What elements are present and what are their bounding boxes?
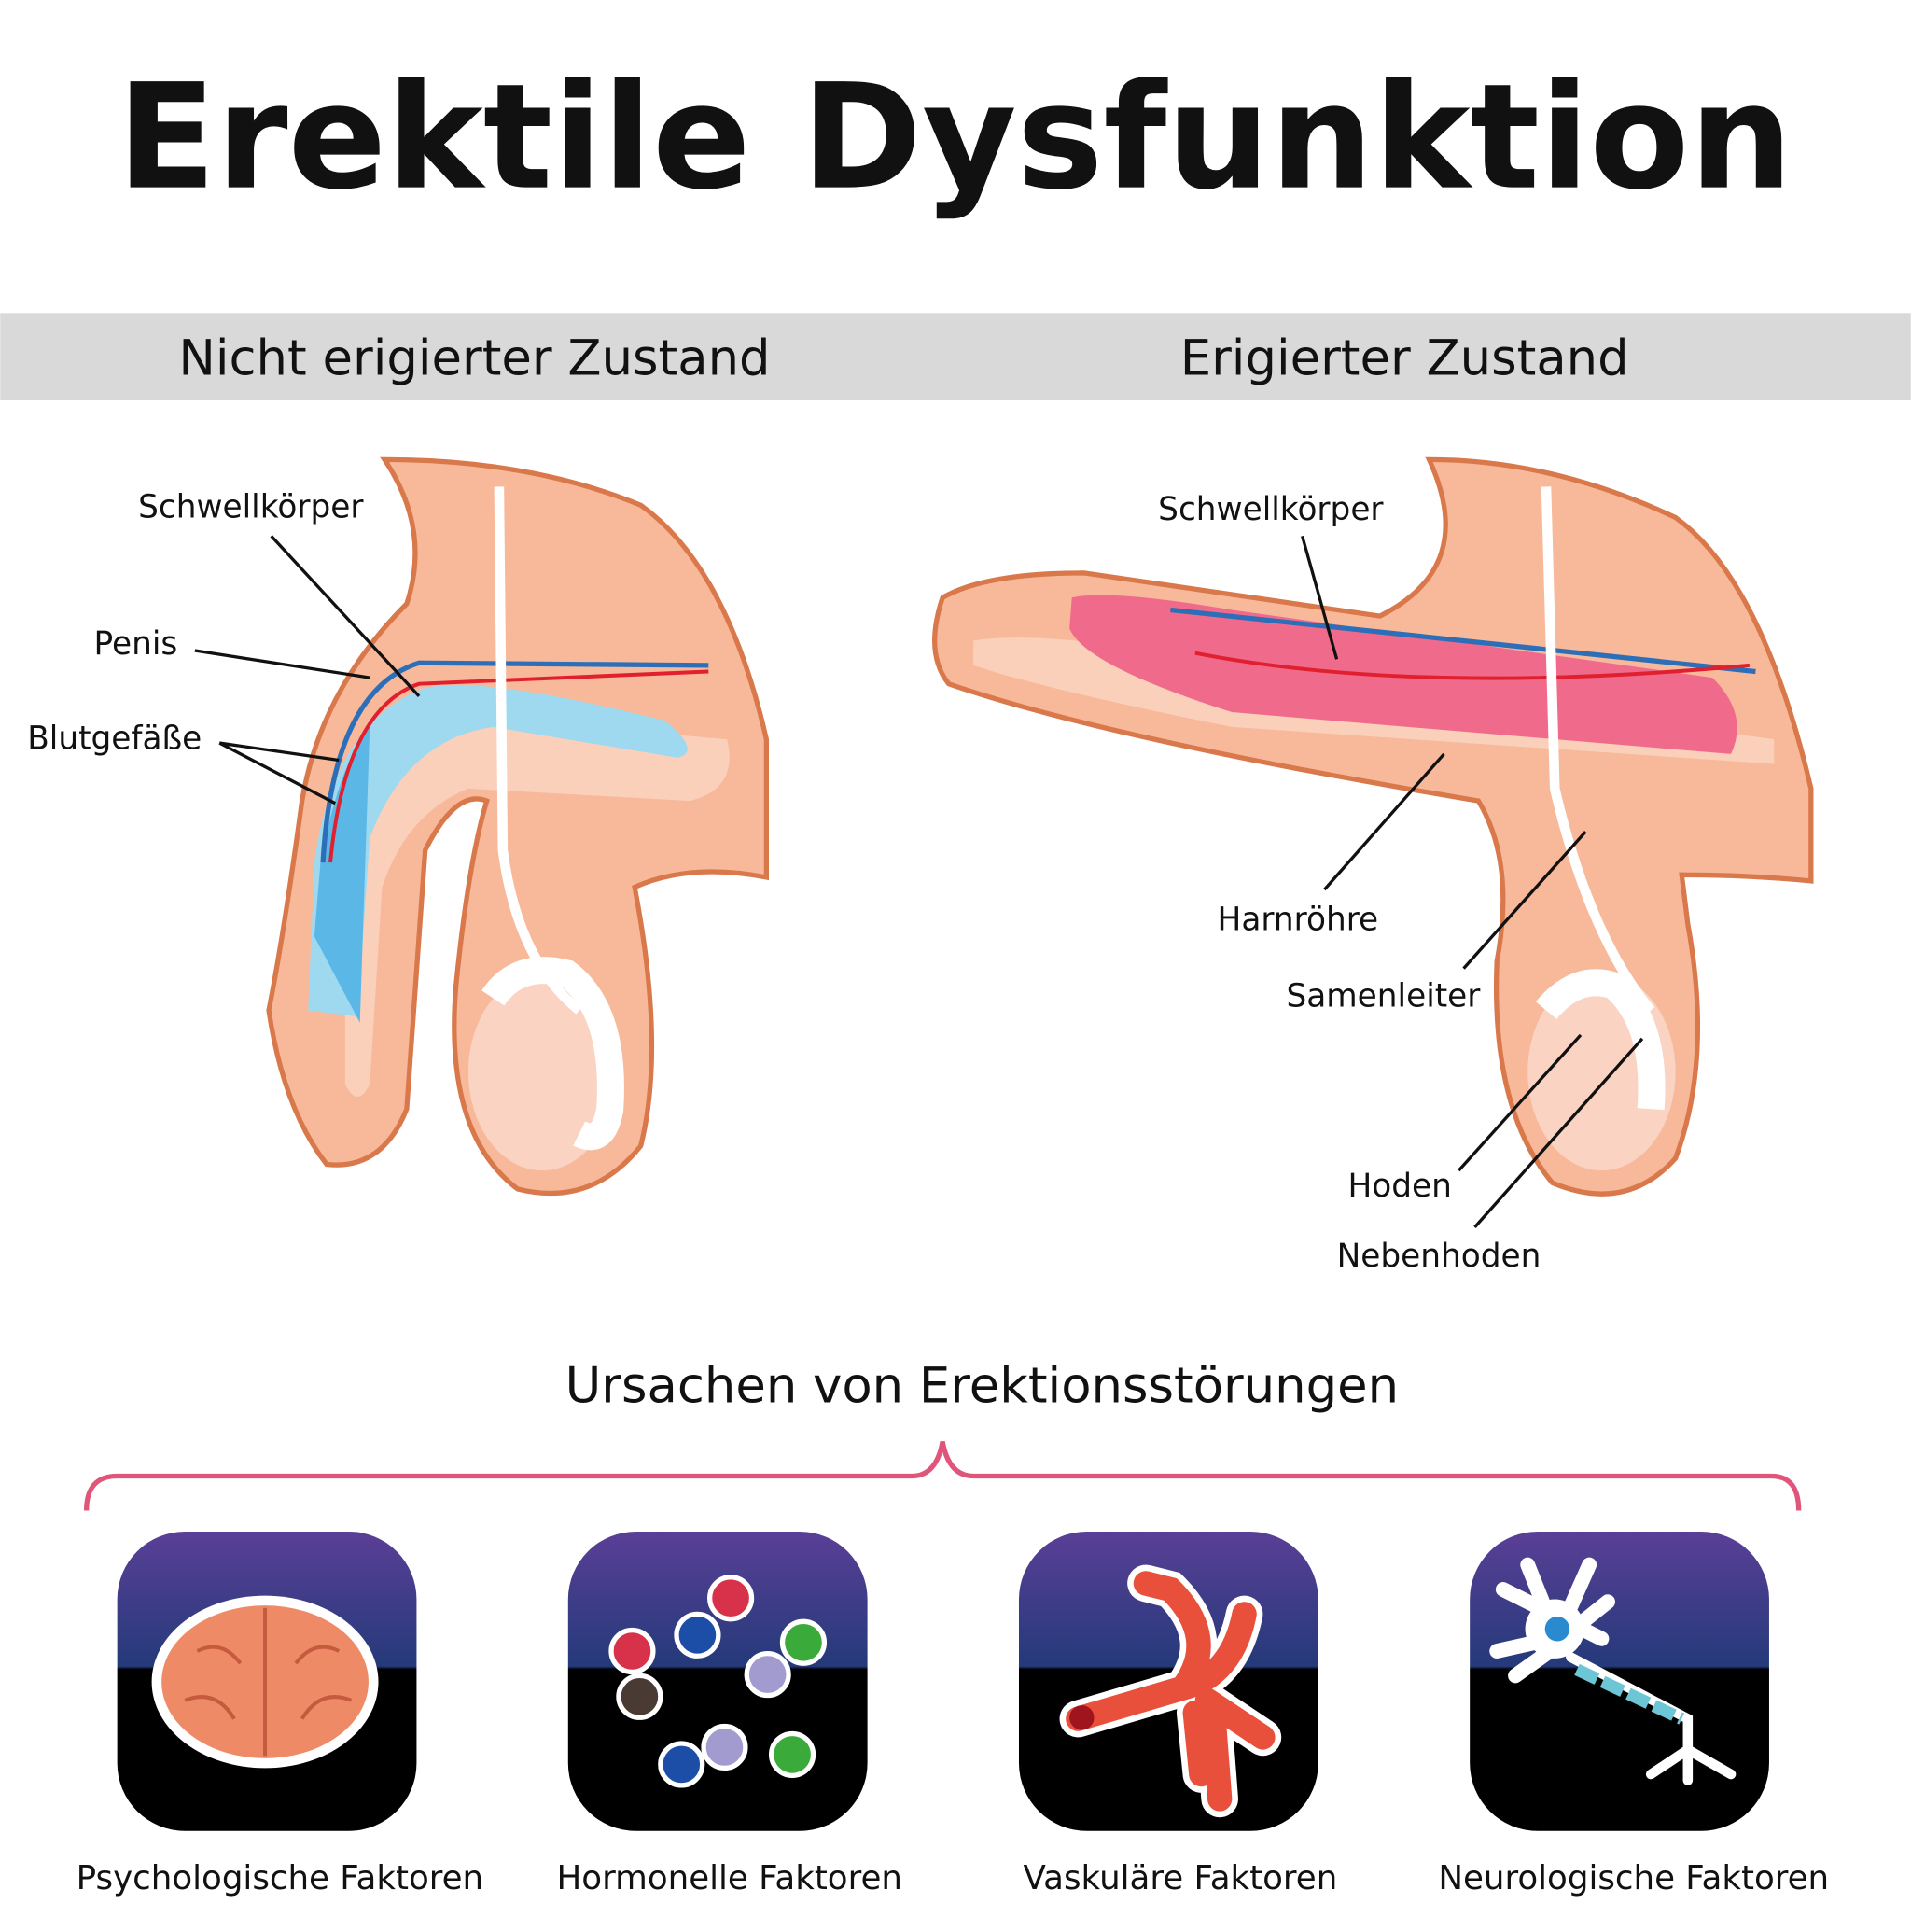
state-header-bar (0, 313, 1911, 401)
cause-card-psychological: Psychologische Faktoren (77, 1531, 483, 1897)
cause-label: Psychologische Faktoren (77, 1859, 483, 1897)
label-blutgefaesse: Blutgefäße (27, 721, 202, 758)
causes-title: Ursachen von Erektionsstörungen (565, 1357, 1399, 1414)
leader-line (194, 649, 370, 679)
leader-line (270, 535, 421, 698)
neuron-icon (1489, 1557, 1737, 1785)
cause-label: Neurologische Faktoren (1438, 1859, 1829, 1897)
cause-card-hormonal: Hormonelle Faktoren (557, 1531, 902, 1897)
label-schwellkoerper-right: Schwellkörper (1158, 491, 1384, 528)
leader-line (1301, 535, 1644, 1228)
cause-card-neurological: Neurologische Faktoren (1438, 1531, 1829, 1897)
leader-line (218, 741, 340, 805)
page-title: Erektile Dysfunktion (117, 52, 1792, 222)
state-label-erect: Erigierter Zustand (1180, 329, 1629, 386)
label-harnroehre: Harnröhre (1218, 902, 1379, 939)
cause-label: Hormonelle Faktoren (557, 1859, 902, 1897)
cause-label: Vaskuläre Faktoren (1024, 1859, 1338, 1897)
cause-card-vascular: Vaskuläre Faktoren (1018, 1531, 1338, 1897)
erect-anatomy-illustration (932, 456, 1814, 1197)
brace-divider (83, 1441, 1802, 1511)
hormone-molecules-icon (608, 1575, 828, 1788)
brain-icon (151, 1595, 379, 1769)
label-schwellkoerper-left: Schwellkörper (138, 488, 364, 525)
label-nebenhoden: Nebenhoden (1337, 1238, 1541, 1275)
label-penis: Penis (94, 625, 178, 663)
flaccid-anatomy-illustration (266, 456, 769, 1197)
label-hoden: Hoden (1347, 1168, 1451, 1205)
label-samenleiter: Samenleiter (1286, 978, 1481, 1015)
blood-vessel-icon (1059, 1564, 1282, 1818)
state-label-flaccid: Nicht erigierter Zustand (178, 329, 770, 386)
